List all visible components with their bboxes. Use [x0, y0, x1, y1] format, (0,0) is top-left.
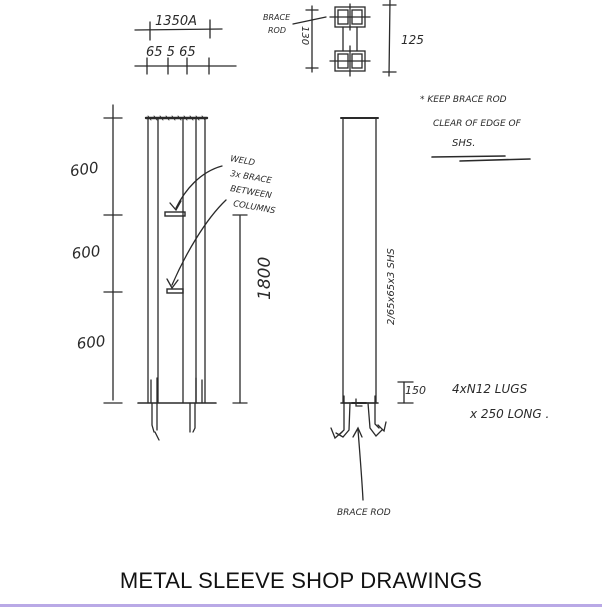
side-view: 2/65x65x3 SHS 150 BRACE ROD: [330, 117, 426, 518]
page-bottom-rule: [0, 604, 602, 607]
spacing-dim-2: 600: [71, 242, 101, 263]
lugs-note-2: x 250 LONG .: [469, 407, 549, 421]
brace-rod-label-top: BRACE: [263, 13, 291, 22]
weld-note-1: WELD: [229, 154, 256, 168]
part-dims-label: 65 5 65: [146, 45, 196, 60]
base-dim-label: 150: [405, 384, 426, 397]
spacing-dim-1: 600: [69, 158, 100, 180]
brace-rod-label-bottom: ROD: [268, 26, 286, 35]
drawing-caption: METAL SLEEVE SHOP DRAWINGS: [119, 568, 483, 593]
elevation-view: 600 600 600 WELD 3x BRACE BETWEEN COLUMN…: [69, 104, 277, 441]
height-dim-label: 125: [401, 33, 424, 47]
brace-rod-label: BRACE ROD: [337, 508, 391, 518]
section-label: 2/65x65x3 SHS: [386, 248, 397, 325]
section-detail: BRACE ROD 130 125: [263, 0, 424, 77]
note-clear-edge: CLEAR OF EDGE OF: [433, 119, 522, 129]
weld-note-2: 3x BRACE: [229, 169, 273, 186]
lugs-note-1: 4xN12 LUGS: [452, 382, 528, 396]
total-height-label: 1800: [255, 257, 275, 300]
overall-dim-label: 1350A: [155, 14, 197, 29]
weld-note-4: COLUMNS: [232, 199, 276, 216]
note-keep-brace: * KEEP BRACE ROD: [420, 95, 507, 105]
notes: * KEEP BRACE ROD CLEAR OF EDGE OF SHS. 4…: [420, 95, 549, 421]
note-shs: SHS.: [452, 138, 475, 149]
plan-detail: 1350A 65 5 65: [134, 14, 237, 75]
gap-dim-label: 130: [299, 26, 310, 45]
spacing-dim-3: 600: [76, 332, 106, 353]
